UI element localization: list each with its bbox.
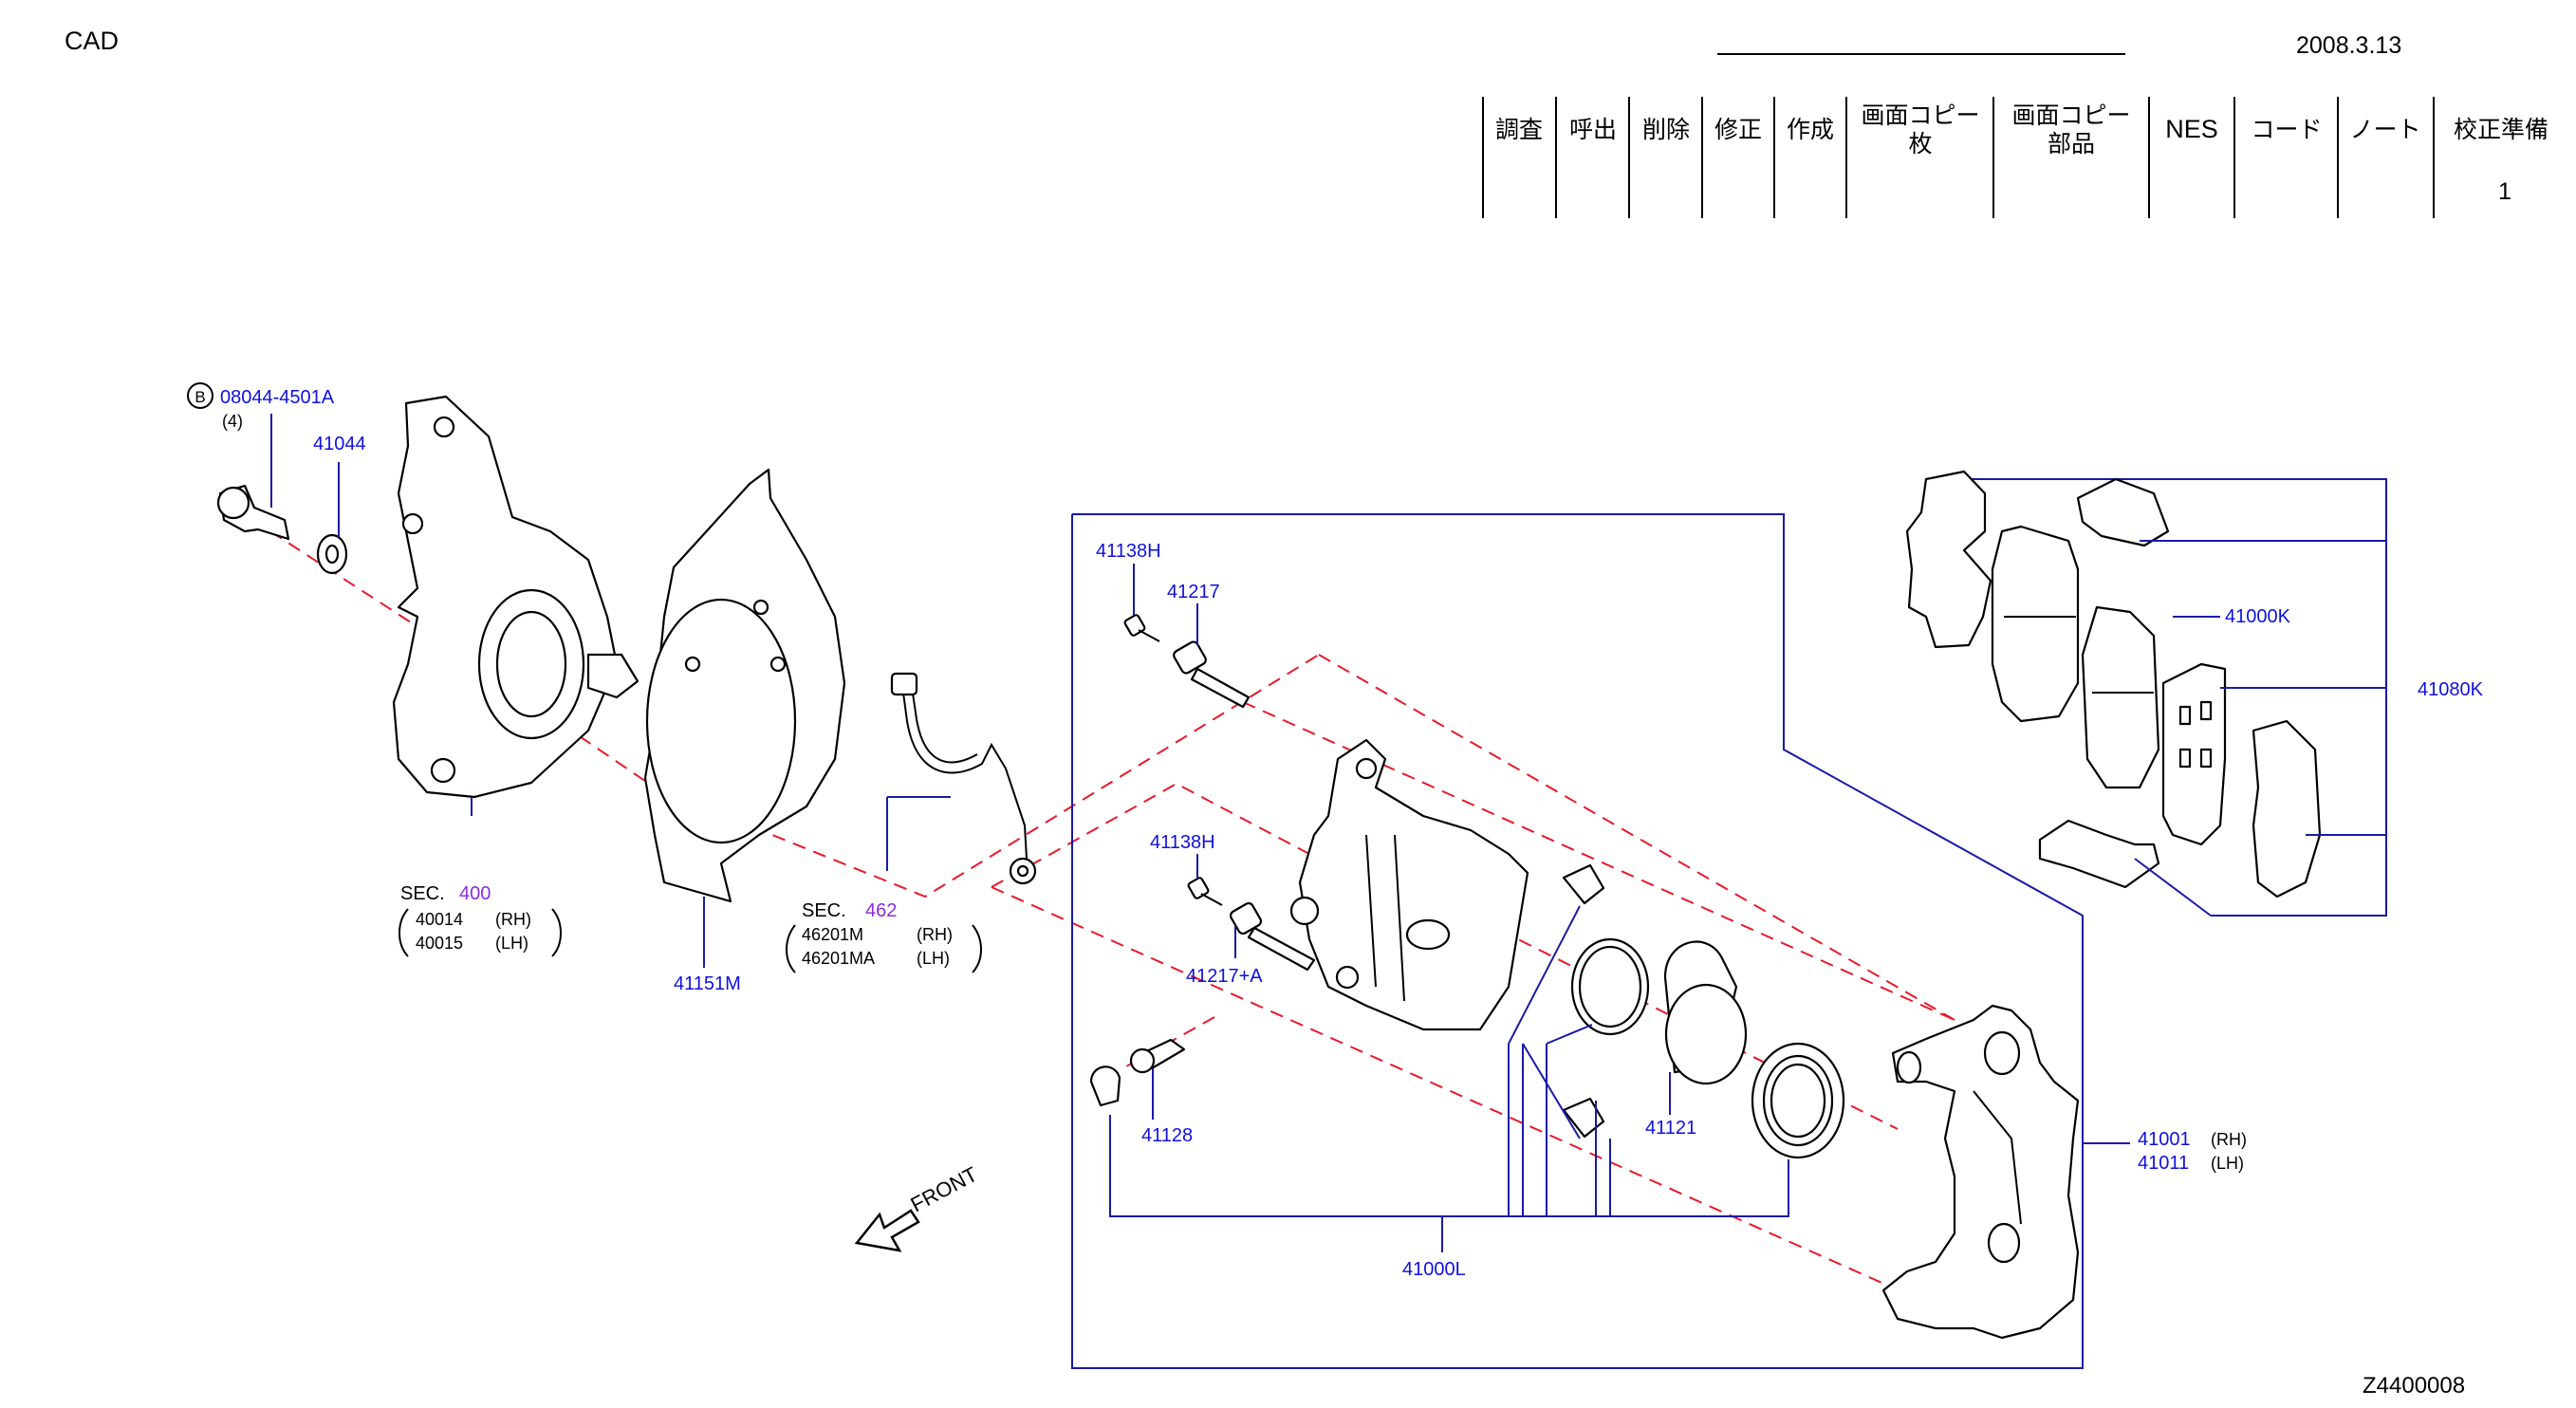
bolt-lower-part-number: 41138H	[1150, 832, 1215, 853]
seal-kit-part-number: 41121	[1645, 1118, 1696, 1139]
washer	[316, 533, 348, 575]
bolt-circle-marker	[187, 382, 213, 409]
piston-boot	[1751, 1042, 1845, 1159]
bolt-circle-letter: B	[195, 388, 205, 406]
approval-table: 調査 呼出 削除 修正 作成 画面コピー枚 画面コピー部品 NES コード ノー…	[1482, 97, 2548, 218]
bolt-qty: (4)	[222, 412, 243, 431]
cylinder-kit-bracket	[1109, 905, 1789, 1252]
pin-boot-lower	[1562, 1097, 1605, 1139]
hose-sec-label: SEC.	[802, 900, 846, 921]
col-nes: NES	[2165, 115, 2218, 143]
col-modify: 修正	[1714, 116, 1762, 143]
bolt-upper-part-number: 41138H	[1096, 541, 1161, 562]
caliper-body	[1289, 738, 1529, 1031]
col-screencopy-parts: 画面コピー部品	[2011, 102, 2130, 157]
bleeder-part-number: 41128	[1141, 1125, 1193, 1146]
inner-shim	[2161, 662, 2227, 846]
knuckle-sec-num: 400	[459, 883, 491, 904]
pad-wear-clip	[2076, 477, 2170, 547]
outer-shim	[2252, 719, 2322, 899]
col-note: ノート	[2349, 116, 2420, 143]
pad-retainer	[2038, 819, 2160, 889]
hose-lh: (LH)	[917, 949, 950, 968]
caliper-rh: (RH)	[2211, 1130, 2247, 1149]
dust-shield	[643, 468, 846, 903]
caliper-bracket	[1881, 1004, 2080, 1340]
pad-group-box	[1971, 478, 2387, 917]
caliper-lh: (LH)	[2211, 1154, 2244, 1173]
hub-bolt	[216, 484, 290, 541]
anti-squeal-shim-outer	[1905, 470, 1992, 649]
date-label: 2008.3.13	[2296, 32, 2401, 59]
bleeder-screw	[1129, 1038, 1186, 1074]
bolt-41138h-upper	[1123, 614, 1160, 642]
bolt-41138h-lower	[1187, 877, 1223, 906]
shield-part-number: 41151M	[674, 973, 741, 994]
knuckle-rh-part: 40014	[416, 910, 463, 929]
pad-kit-part-number: 41000K	[2225, 606, 2291, 627]
guide-pin-41217a	[1229, 901, 1316, 972]
guide-pin-41217	[1173, 640, 1251, 709]
col-proof: 校正準備	[2454, 116, 2548, 143]
cad-label: CAD	[65, 27, 119, 55]
hose-sec-num: 462	[865, 900, 897, 921]
knuckle-lh: (LH)	[495, 934, 528, 953]
col-recall: 呼出	[1569, 116, 1617, 143]
col-survey: 調査	[1495, 116, 1543, 143]
col-screencopy-sheets: 画面コピー枚	[1861, 102, 1979, 157]
col-code: コード	[2251, 116, 2322, 143]
bolt-part-number: 08044-4501A	[220, 387, 335, 408]
brake-hose	[890, 672, 1037, 885]
hose-rh: (RH)	[917, 925, 953, 944]
hose-paren-right	[972, 924, 982, 973]
knuckle-rh: (RH)	[495, 910, 531, 929]
pad-inner	[2081, 605, 2160, 789]
washer-part-number: 41044	[313, 434, 366, 454]
piston	[1663, 940, 1748, 1085]
knuckle-paren-left	[398, 908, 409, 957]
knuckle-sec-label: SEC.	[400, 883, 445, 904]
retainer-leader	[2134, 858, 2212, 917]
caliper-rh-part-number: 41001	[2138, 1129, 2191, 1150]
figure-id: Z4400008	[2363, 1373, 2465, 1399]
pin-boot-upper	[1562, 863, 1605, 905]
hose-paren-left	[786, 924, 796, 973]
front-arrow-icon	[854, 1209, 920, 1252]
hose-rh-part: 46201M	[802, 925, 863, 944]
knuckle-lh-part: 40015	[416, 934, 463, 953]
pin-upper-part-number: 41217	[1167, 582, 1220, 602]
pin-lower-part-number: 41217+A	[1186, 966, 1263, 987]
cylinder-kit-part-number: 41000L	[1402, 1259, 1466, 1280]
front-label: FRONT	[907, 1162, 982, 1217]
piston-seal	[1570, 937, 1650, 1036]
knuckle-paren-right	[551, 908, 562, 957]
bleeder-cap	[1089, 1065, 1121, 1107]
steering-knuckle	[392, 395, 639, 799]
col-create: 作成	[1787, 116, 1834, 143]
cylinder-group-box	[1071, 513, 2084, 1369]
caliper-lh-part-number: 41011	[2138, 1153, 2189, 1174]
col-delete: 削除	[1642, 116, 1690, 143]
hose-lh-part: 46201MA	[802, 949, 875, 968]
proof-value: 1	[2498, 178, 2511, 205]
pad-outer	[1991, 525, 2080, 723]
pad-hw-part-number: 41080K	[2418, 679, 2484, 700]
